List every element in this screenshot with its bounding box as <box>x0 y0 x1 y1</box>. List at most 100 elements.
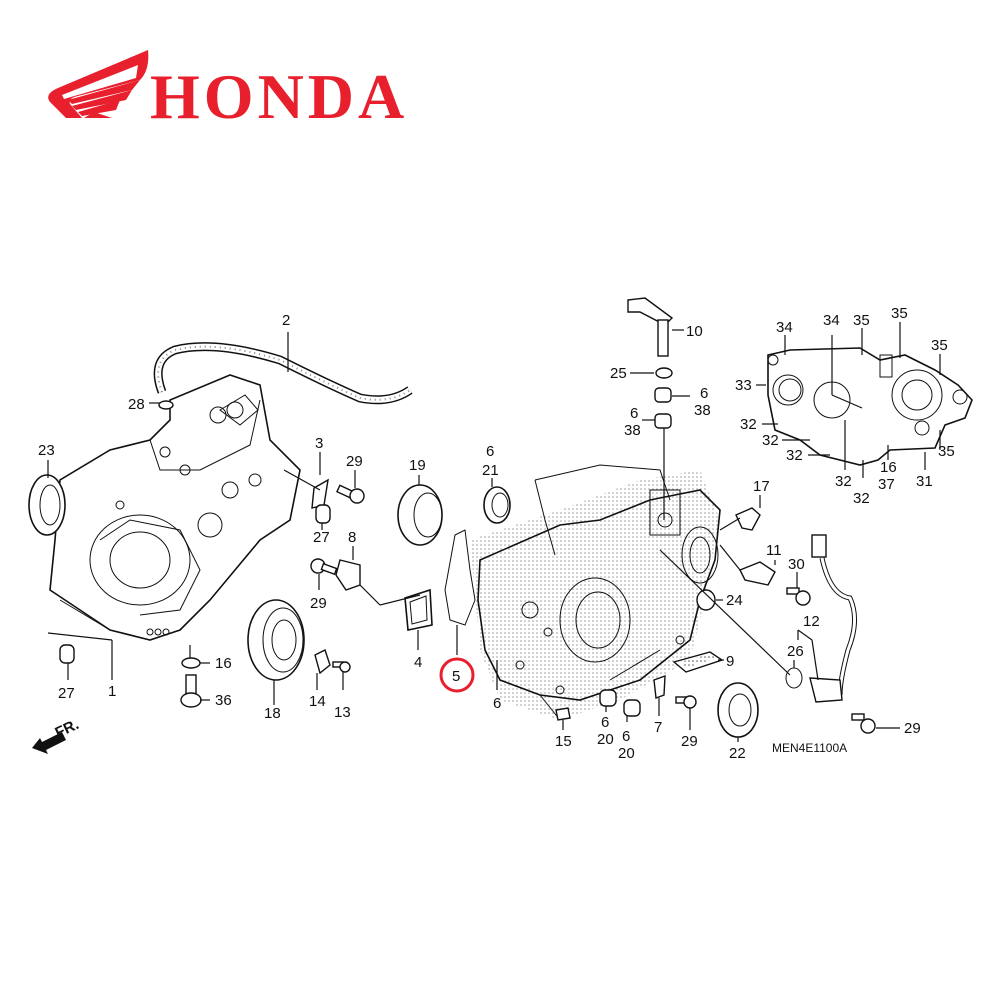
callout-6-a[interactable]: 6 <box>486 443 494 460</box>
breather-tube-drawing <box>153 342 413 405</box>
callout-18[interactable]: 18 <box>264 705 281 722</box>
callout-4[interactable]: 4 <box>414 654 422 671</box>
brand-wordmark: HONDA <box>150 61 408 132</box>
callout-27-b[interactable]: 27 <box>58 685 75 702</box>
callout-22[interactable]: 22 <box>729 745 746 762</box>
bolt-36-drawing <box>180 674 202 708</box>
bearing-38-drawing <box>654 387 672 429</box>
callout-32-b[interactable]: 32 <box>762 432 779 449</box>
callout-7[interactable]: 7 <box>654 719 662 736</box>
callout-19[interactable]: 19 <box>409 457 426 474</box>
callout-17[interactable]: 17 <box>753 478 770 495</box>
callout-37[interactable]: 37 <box>878 476 895 493</box>
callout-32-a[interactable]: 32 <box>740 416 757 433</box>
callout-6-e[interactable]: 6 <box>700 385 708 402</box>
callout-12[interactable]: 12 <box>803 613 820 630</box>
bolt-30-drawing <box>786 587 811 606</box>
bearing-19-drawing <box>397 484 443 546</box>
clip-28-drawing <box>158 400 174 410</box>
bolt-29d-drawing <box>851 713 876 734</box>
bearing-18-drawing <box>247 599 305 681</box>
callout-5-highlighted[interactable]: 5 <box>452 668 460 685</box>
part-7-drawing <box>653 674 666 699</box>
diagram-code: MEN4E1100A <box>772 741 847 755</box>
callout-8[interactable]: 8 <box>348 529 356 546</box>
honda-wing-logo-icon <box>48 50 149 118</box>
leader-lines <box>47 322 941 742</box>
callout-26[interactable]: 26 <box>787 643 804 660</box>
part-15-drawing <box>555 707 571 721</box>
callout-29-d[interactable]: 29 <box>904 720 921 737</box>
callout-2[interactable]: 2 <box>282 312 290 329</box>
callout-13[interactable]: 13 <box>334 704 351 721</box>
callout-35-d[interactable]: 35 <box>938 443 955 460</box>
callout-31[interactable]: 31 <box>916 473 933 490</box>
callout-6-c[interactable]: 6 <box>601 714 609 731</box>
bearing-20-drawing <box>599 689 641 717</box>
callout-25[interactable]: 25 <box>610 365 627 382</box>
bolt-29-drawing <box>336 484 365 504</box>
callout-16-a[interactable]: 16 <box>215 655 232 672</box>
callout-16-b[interactable]: 16 <box>880 459 897 476</box>
washer-16-drawing <box>181 657 201 669</box>
callout-21[interactable]: 21 <box>482 462 499 479</box>
plate-3-drawing <box>311 478 329 509</box>
callout-29-b[interactable]: 29 <box>310 595 327 612</box>
callout-32-d[interactable]: 32 <box>835 473 852 490</box>
callout-35-c[interactable]: 35 <box>931 337 948 354</box>
plate-14-drawing <box>314 649 331 675</box>
dowel-27-drawing <box>59 504 331 664</box>
sensor-12-drawing <box>809 534 857 703</box>
callout-1[interactable]: 1 <box>108 683 116 700</box>
callout-35-b[interactable]: 35 <box>891 305 908 322</box>
callout-6-d[interactable]: 6 <box>622 728 630 745</box>
callout-10[interactable]: 10 <box>686 323 703 340</box>
callout-35-a[interactable]: 35 <box>853 312 870 329</box>
callout-24[interactable]: 24 <box>726 592 743 609</box>
shaft-10-drawing <box>627 297 674 357</box>
callout-3[interactable]: 3 <box>315 435 323 452</box>
callout-33[interactable]: 33 <box>735 377 752 394</box>
callout-11[interactable]: 11 <box>766 542 782 559</box>
callout-34-b[interactable]: 34 <box>823 312 840 329</box>
part-11-drawing <box>739 561 776 586</box>
callout-labels: 2 28 23 3 29 27 8 29 27 1 16 36 18 14 13… <box>38 305 955 762</box>
callout-29-c[interactable]: 29 <box>681 733 698 750</box>
right-crankcase-drawing <box>470 464 721 721</box>
part-17-drawing <box>735 507 761 531</box>
callout-28[interactable]: 28 <box>128 396 145 413</box>
callout-29-a[interactable]: 29 <box>346 453 363 470</box>
callout-34-a[interactable]: 34 <box>776 319 793 336</box>
part-4-drawing <box>404 588 433 631</box>
callout-9[interactable]: 9 <box>726 653 734 670</box>
callout-23[interactable]: 23 <box>38 442 55 459</box>
callout-32-c[interactable]: 32 <box>786 447 803 464</box>
oil-seal-23-drawing <box>28 474 66 536</box>
callout-36[interactable]: 36 <box>215 692 232 709</box>
front-direction-label: FR. <box>53 716 82 742</box>
callout-20-a[interactable]: 20 <box>597 731 614 748</box>
front-direction-arrow-icon <box>32 732 66 754</box>
callout-14[interactable]: 14 <box>309 693 326 710</box>
callout-30[interactable]: 30 <box>788 556 805 573</box>
callout-38-b[interactable]: 38 <box>624 422 641 439</box>
callout-38-a[interactable]: 38 <box>694 402 711 419</box>
part-8-drawing <box>335 559 361 591</box>
gasket-5-drawing <box>444 529 476 626</box>
callout-32-e[interactable]: 32 <box>853 490 870 507</box>
callout-6-f[interactable]: 6 <box>630 405 638 422</box>
callout-27-a[interactable]: 27 <box>313 529 330 546</box>
bearing-24-drawing <box>696 589 716 611</box>
highlight-ring <box>439 657 475 693</box>
bolt-29b-drawing <box>310 558 338 576</box>
callout-20-b[interactable]: 20 <box>618 745 635 762</box>
left-crankcase-drawing <box>49 374 301 641</box>
bearing-21-drawing <box>483 486 511 524</box>
screw-13-drawing <box>332 661 351 673</box>
callout-15[interactable]: 15 <box>555 733 572 750</box>
callout-6-b[interactable]: 6 <box>493 695 501 712</box>
o-ring-26-drawing <box>785 667 803 689</box>
bolt-29c-drawing <box>675 695 697 709</box>
bearing-25-drawing <box>655 367 673 379</box>
